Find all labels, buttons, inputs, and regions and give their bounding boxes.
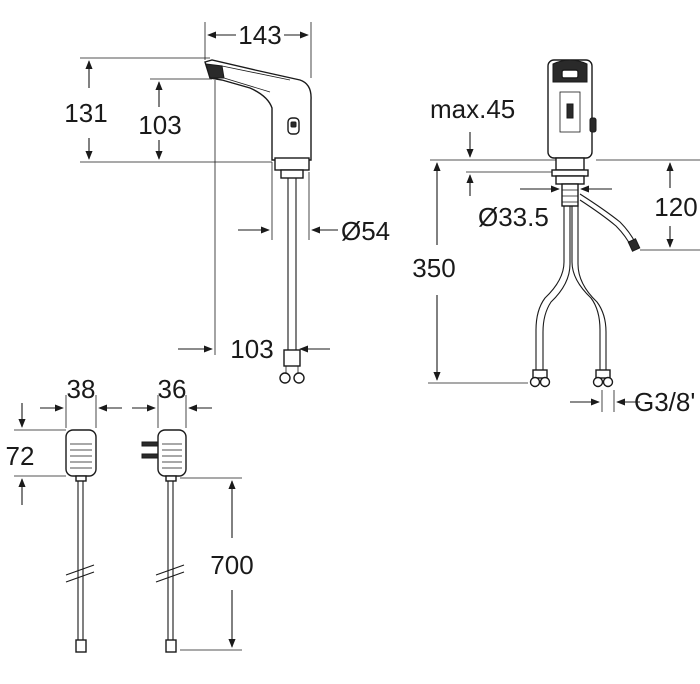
- front-dimension-lines: [428, 132, 700, 412]
- dim-power-cable-length: 700: [210, 550, 253, 580]
- dim-faucet-total-height: 131: [64, 98, 107, 128]
- dim-cable-length: 120: [654, 192, 697, 222]
- dim-adapter-width-side: 36: [158, 374, 187, 404]
- dim-spout-reach: 103: [230, 334, 273, 364]
- faucet-front-view: [529, 59, 641, 388]
- power-adapter-front: [65, 429, 97, 653]
- dim-inlet-diameter: Ø54: [341, 216, 390, 246]
- dim-adapter-height: 72: [6, 441, 35, 471]
- dim-connection-thread: G3/8': [634, 387, 695, 417]
- faucet-dimension-lines: [80, 22, 338, 355]
- adapter-dimension-lines: [14, 395, 242, 651]
- dim-hole-diameter: Ø33.5: [478, 202, 549, 232]
- dim-adapter-width-front: 38: [67, 374, 96, 404]
- dim-hose-length: 350: [412, 253, 455, 283]
- dim-faucet-width: 143: [238, 20, 281, 50]
- faucet-side-view: [204, 59, 312, 384]
- dim-max-deck-thickness: max.45: [430, 94, 515, 124]
- power-adapter-side: [141, 429, 187, 653]
- dim-faucet-spout-height: 103: [138, 110, 181, 140]
